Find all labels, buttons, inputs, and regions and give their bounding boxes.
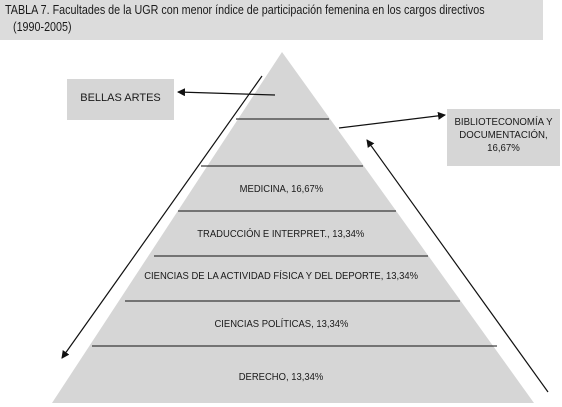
level-label: CIENCIAS DE LA ACTIVIDAD FÍSICA Y DEL DE… bbox=[144, 270, 418, 282]
biblioteconomia-label-line-3: 16,67% bbox=[487, 142, 520, 154]
level-derecho: DERECHO, 13,34% bbox=[0, 371, 562, 383]
bellas-artes-box: BELLAS ARTES bbox=[67, 79, 174, 120]
level-label: CIENCIAS POLÍTICAS, 13,34% bbox=[214, 318, 348, 330]
level-traduccion: TRADUCCIÓN E INTERPRET., 13,34% bbox=[0, 228, 562, 240]
level-label: MEDICINA, 16,67% bbox=[239, 183, 323, 195]
arrow-down-left-side bbox=[61, 75, 263, 359]
level-label: TRADUCCIÓN E INTERPRET., 13,34% bbox=[197, 228, 365, 240]
level-medicina: MEDICINA, 16,67% bbox=[0, 183, 562, 195]
biblioteconomia-box: BIBLIOTECONOMÍA Y DOCUMENTACIÓN, 16,67% bbox=[447, 109, 560, 166]
level-ciencias-actividad-fisica: CIENCIAS DE LA ACTIVIDAD FÍSICA Y DEL DE… bbox=[0, 270, 562, 282]
arrow-up-right-side bbox=[366, 139, 549, 393]
title-line-1: TABLA 7. Facultades de la UGR con menor … bbox=[5, 3, 485, 17]
level-label: DERECHO, 13,34% bbox=[238, 371, 324, 383]
arrow-to-biblioteconomia bbox=[338, 111, 446, 129]
pyramid-shape bbox=[52, 52, 534, 403]
title-bar: TABLA 7. Facultades de la UGR con menor … bbox=[0, 0, 543, 40]
biblioteconomia-label-line-2: DOCUMENTACIÓN, bbox=[459, 129, 548, 141]
bellas-artes-label: BELLAS ARTES bbox=[80, 92, 161, 104]
biblioteconomia-label-line-1: BIBLIOTECONOMÍA Y bbox=[454, 116, 553, 128]
arrow-to-bellas-artes bbox=[177, 88, 276, 97]
level-ciencias-politicas: CIENCIAS POLÍTICAS, 13,34% bbox=[0, 318, 562, 330]
title-line-2: (1990-2005) bbox=[13, 20, 72, 34]
